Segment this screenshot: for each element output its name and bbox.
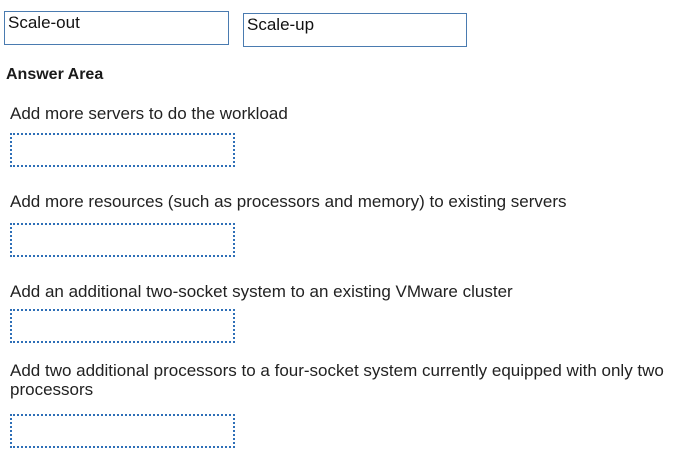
answer-drop-zone[interactable] bbox=[10, 133, 235, 167]
option-scale-up[interactable]: Scale-up bbox=[243, 13, 467, 47]
option-scale-out[interactable]: Scale-out bbox=[4, 11, 229, 45]
answer-item-text: Add more resources (such as processors a… bbox=[10, 192, 567, 211]
option-label: Scale-out bbox=[8, 13, 80, 32]
answer-drop-zone[interactable] bbox=[10, 223, 235, 257]
option-label: Scale-up bbox=[247, 15, 315, 34]
answer-drop-zone[interactable] bbox=[10, 414, 235, 448]
answer-item-text: Add more servers to do the workload bbox=[10, 104, 288, 123]
answer-item-text: Add an additional two-socket system to a… bbox=[10, 282, 513, 301]
answer-drop-zone[interactable] bbox=[10, 309, 235, 343]
answer-item-text: Add two additional processors to a four-… bbox=[10, 361, 664, 399]
answer-area-title: Answer Area bbox=[6, 66, 104, 83]
